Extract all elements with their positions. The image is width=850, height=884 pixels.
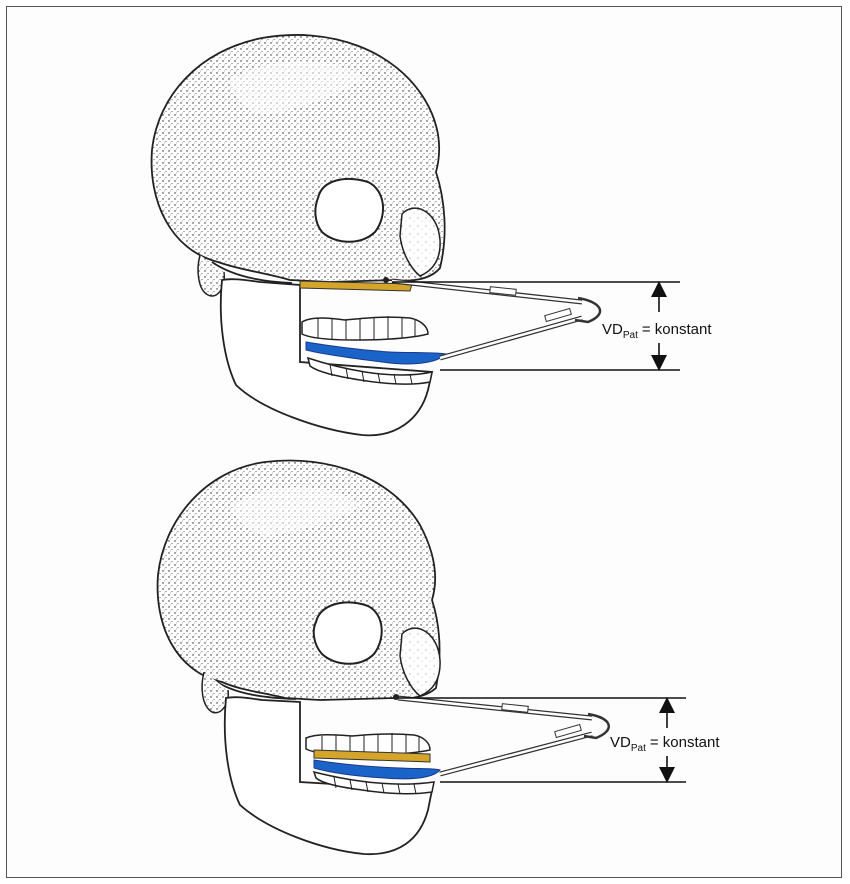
panel-bottom: VDPat= konstant [158,460,721,854]
orbit-bottom [314,603,382,664]
skull-bottom [158,460,441,854]
vd-label-bottom: VDPat= konstant [610,734,720,754]
vd-label-top: VDPat= konstant [602,321,712,341]
orbit-top [315,179,383,242]
panel-top: VDPat= konstant [152,35,713,435]
tongue-top [306,342,446,364]
skull-top [152,35,446,435]
caliper-top [383,277,600,358]
upper-teeth-top [302,317,428,340]
dimension-bottom: VDPat= konstant [398,698,720,782]
